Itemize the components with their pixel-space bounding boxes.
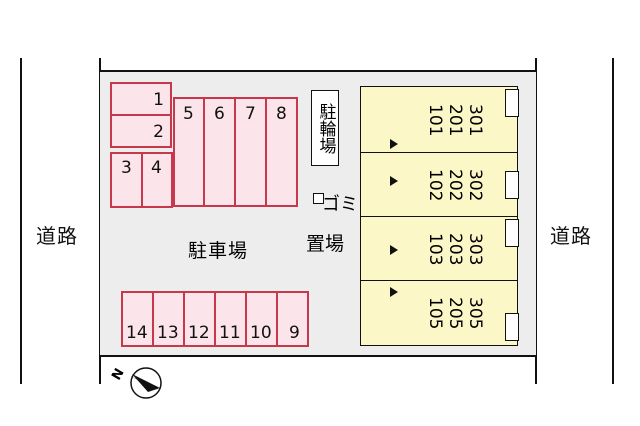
balcony-icon [504,89,519,117]
unit-number: 101 [425,103,445,137]
unit-number: 103 [425,232,445,266]
space-number: 2 [153,122,164,142]
space-number: 11 [219,323,241,343]
unit-number: 303 [465,232,485,266]
space-number: 4 [151,158,162,178]
entry-arrow-icon [390,176,398,186]
unit-number: 102 [425,168,445,202]
space-number: 9 [289,323,300,343]
unit-number: 301 [465,103,485,137]
space-number: 14 [126,323,148,343]
parking-space-9: 9 [276,291,309,347]
parking-space-7: 7 [234,97,267,207]
entry-arrow-icon [390,139,398,149]
parking-space-3: 3 [110,152,143,208]
unit-number: 302 [465,168,485,202]
building-block-2: 302 202 102 [360,152,519,218]
space-number: 3 [121,158,132,178]
parking-space-2: 2 [110,114,172,148]
space-number: 6 [214,104,225,124]
garbage-label-line2: 置場 [306,233,345,255]
parking-space-10: 10 [245,291,278,347]
space-number: 7 [245,104,256,124]
parking-label: 駐車場 [188,240,249,262]
parking-space-14: 14 [121,291,154,347]
balcony-icon [504,219,519,247]
balcony-icon [504,171,519,199]
entry-arrow-icon [390,245,398,255]
road-label-left: 道路 [36,224,78,248]
entry-arrow-icon [390,287,398,297]
outer-line-left [20,58,22,384]
bicycle-parking-label: 駐輪場 [315,102,336,154]
garbage-label-line1: ゴミ [322,194,358,215]
parking-space-13: 13 [152,291,185,347]
balcony-icon [504,313,519,341]
outer-line-right [612,58,614,384]
parking-space-4: 4 [141,152,173,208]
unit-number: 105 [425,296,445,330]
building-block-4: 305 205 105 [360,280,519,346]
unit-number: 203 [445,232,465,266]
space-number: 10 [250,323,272,343]
parking-space-6: 6 [203,97,236,207]
garbage-box-icon [313,193,324,204]
space-number: 1 [153,90,164,110]
road-label-right: 道路 [550,224,592,248]
parking-space-5: 5 [173,97,205,207]
compass-icon [130,367,162,399]
unit-number: 205 [445,296,465,330]
parking-space-1: 1 [110,82,172,116]
space-number: 13 [157,323,179,343]
unit-number: 202 [445,168,465,202]
bicycle-parking: 駐輪場 [311,90,339,166]
unit-number: 201 [445,103,465,137]
building-block-1: 301 201 101 [360,86,519,154]
parking-space-12: 12 [183,291,216,347]
space-number: 5 [183,104,194,124]
unit-number: 305 [465,296,485,330]
parking-space-11: 11 [214,291,247,347]
lot-edge-right [535,58,537,384]
building-block-3: 303 203 103 [360,216,519,282]
space-number: 8 [276,104,287,124]
parking-space-8: 8 [265,97,298,207]
space-number: 12 [188,323,210,343]
